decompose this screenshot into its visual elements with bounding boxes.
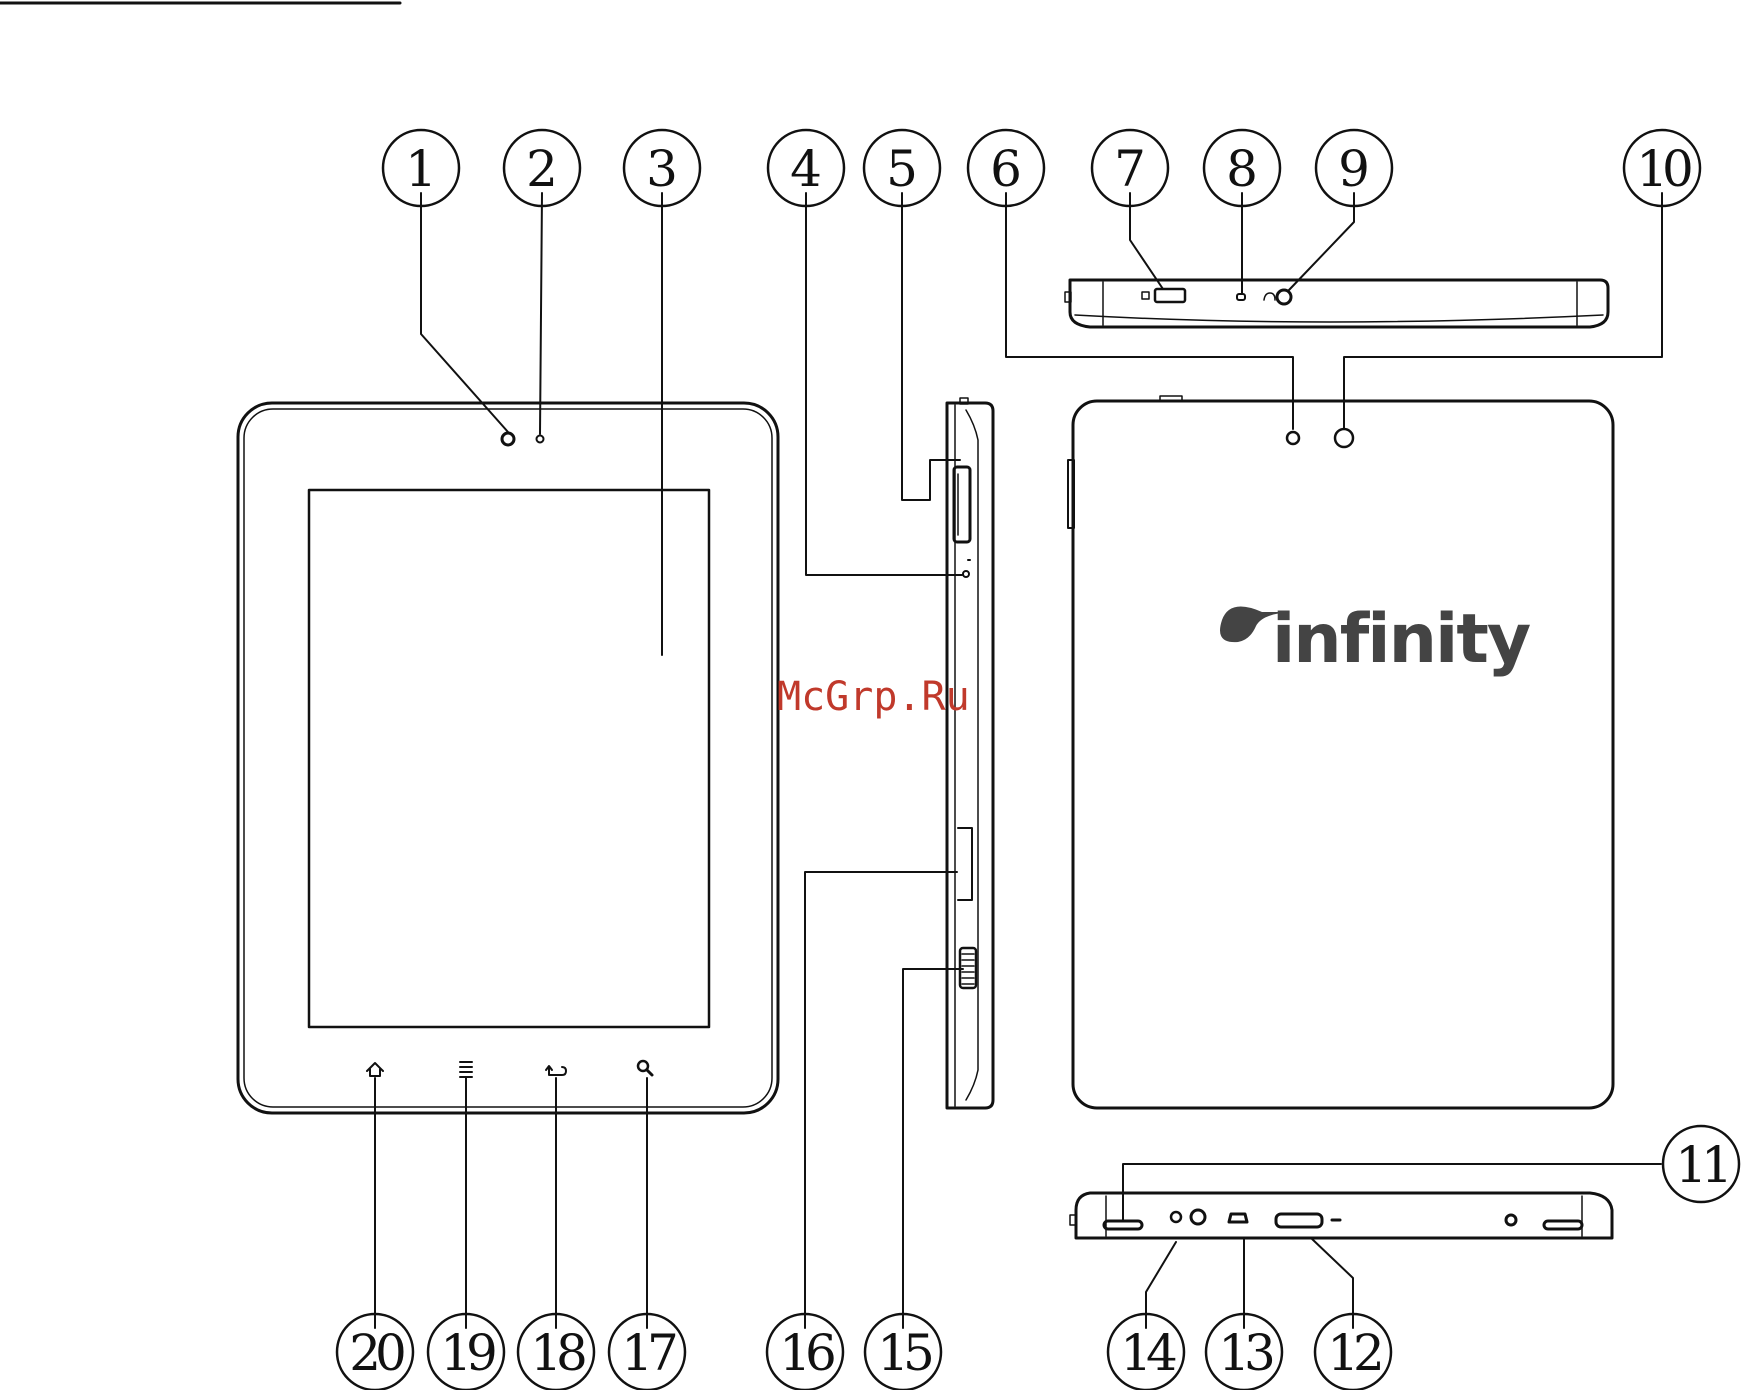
speaker-left — [1104, 1221, 1142, 1229]
bottom-hole — [1506, 1215, 1516, 1225]
card-slot — [958, 828, 972, 900]
callout-number-2: 2 — [526, 140, 558, 198]
headphone-jack — [1277, 290, 1291, 304]
dc-in-jack — [1191, 1210, 1205, 1224]
tablet-side-view — [947, 398, 993, 1108]
callout-number-8: 8 — [1226, 140, 1258, 198]
tablet-back-view — [1068, 396, 1613, 1108]
callout-number-17: 17 — [621, 1324, 676, 1382]
callout-circles — [337, 130, 1739, 1390]
back-icon — [546, 1066, 566, 1075]
callout-number-11: 11 — [1675, 1136, 1727, 1194]
mini-usb-port — [1229, 1214, 1247, 1222]
tablet-top-edge-view — [1065, 280, 1608, 327]
dc-in-led — [1171, 1212, 1181, 1222]
speaker-right — [1544, 1221, 1582, 1229]
callout-number-7: 7 — [1114, 140, 1146, 198]
callout-number-14: 14 — [1120, 1324, 1176, 1382]
tablet-front-view — [238, 403, 778, 1113]
touch-screen — [309, 490, 709, 1027]
search-icon — [638, 1061, 652, 1075]
leader-lines — [375, 193, 1662, 1328]
callout-number-10: 10 — [1636, 140, 1691, 198]
callout-number-15: 15 — [877, 1324, 931, 1382]
rear-camera — [1335, 429, 1353, 447]
front-camera — [502, 433, 514, 445]
reset-hole — [1237, 294, 1245, 300]
callout-number-13: 13 — [1218, 1324, 1273, 1382]
usb-host-port — [1155, 289, 1185, 302]
callout-number-1: 1 — [405, 140, 437, 198]
brand-logo: infinity — [1220, 600, 1531, 679]
brand-logo-text: infinity — [1272, 600, 1531, 679]
rear-mic — [1287, 432, 1299, 444]
callout-number-4: 4 — [790, 140, 822, 198]
callout-number-19: 19 — [440, 1324, 495, 1382]
tablet-bottom-edge-view — [1070, 1193, 1612, 1238]
watermark: McGrp.Ru — [777, 674, 970, 720]
callout-number-5: 5 — [886, 140, 918, 198]
side-mic — [963, 571, 969, 577]
callout-number-12: 12 — [1327, 1324, 1380, 1382]
callout-number-6: 6 — [990, 140, 1022, 198]
volume-rocker — [954, 467, 970, 542]
home-icon — [367, 1063, 383, 1076]
callout-number-9: 9 — [1338, 140, 1370, 198]
hdmi-port — [1276, 1214, 1322, 1227]
callout-number-20: 20 — [349, 1324, 404, 1382]
front-sensor — [537, 436, 544, 443]
menu-icon — [460, 1062, 472, 1077]
callout-number-3: 3 — [646, 140, 678, 198]
callout-number-18: 18 — [530, 1324, 585, 1382]
callout-number-16: 16 — [779, 1324, 834, 1382]
